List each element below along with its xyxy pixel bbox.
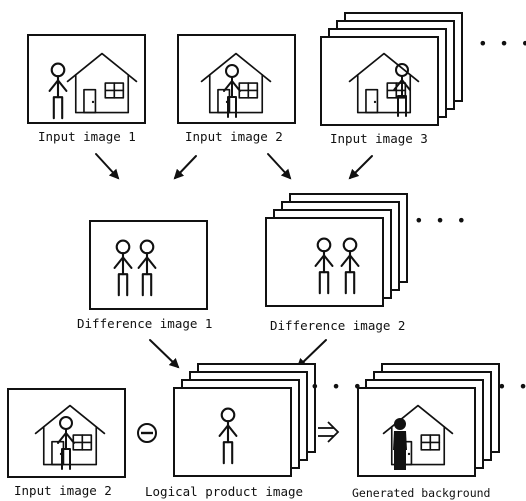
generated-background-stack xyxy=(357,363,500,477)
input-image-2 xyxy=(177,34,296,124)
ellipsis: • • • xyxy=(497,377,526,396)
label-input-image-1: Input image 1 xyxy=(38,129,136,144)
arrow-icon xyxy=(173,155,197,180)
arrow-icon xyxy=(296,339,327,369)
difference-image-1 xyxy=(89,220,208,310)
label-difference-image-1: Difference image 1 xyxy=(77,316,212,331)
input-image-1 xyxy=(27,34,146,124)
person-silhouette-icon xyxy=(393,418,407,470)
input-image-2-bottom xyxy=(7,388,126,478)
label-logical-product-image: Logical product image xyxy=(145,484,303,499)
logical-product-stack xyxy=(173,363,316,477)
label-generated-background: Generated background xyxy=(352,486,490,500)
arrow-icon xyxy=(95,153,120,180)
arrow-icon xyxy=(149,339,180,369)
ellipsis: • • • xyxy=(478,34,526,53)
label-difference-image-2: Difference image 2 xyxy=(270,318,405,333)
ellipsis: • • • xyxy=(414,211,467,230)
label-input-image-2-bottom: Input image 2 xyxy=(14,483,112,498)
ellipsis: • • • xyxy=(310,377,363,396)
label-input-image-3: Input image 3 xyxy=(330,131,428,146)
implies-arrow xyxy=(318,421,340,443)
arrow-icon xyxy=(348,155,373,180)
minus-operator xyxy=(137,423,157,443)
difference-image-2-stack xyxy=(265,193,408,307)
arrow-icon xyxy=(267,153,292,180)
label-input-image-2: Input image 2 xyxy=(185,129,283,144)
input-image-3-stack xyxy=(320,12,463,126)
